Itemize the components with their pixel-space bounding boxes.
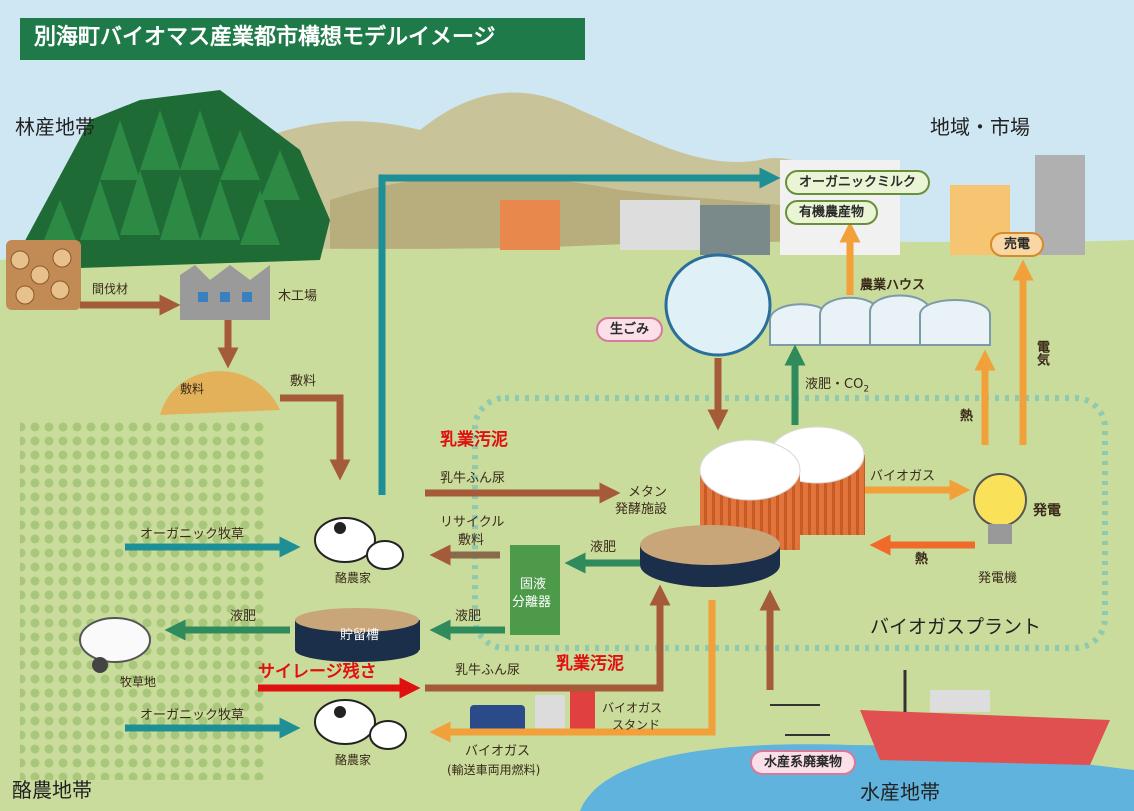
label-methane-plant-2: 発酵施設 — [615, 502, 668, 517]
light-bulb — [973, 473, 1027, 544]
flow-silage: サイレージ残さ — [258, 662, 377, 682]
page-title: 別海町バイオマス産業都市構想モデルイメージ — [34, 25, 496, 50]
flow-liquid-fert-1: 液肥 — [590, 540, 617, 555]
zone-dairy: 酪農地帯 — [12, 778, 92, 802]
sawmill-building — [180, 265, 270, 320]
flow-recycle-2: 敷料 — [458, 533, 485, 548]
pasture-field — [20, 420, 265, 780]
label-generator: 発電機 — [978, 571, 1018, 586]
arrows — [80, 167, 1034, 743]
pill-marine-waste: 水産系廃棄物 — [750, 750, 857, 775]
label-farm-house: 農業ハウス — [860, 278, 926, 293]
flow-manure-2: 乳牛ふん尿 — [455, 663, 521, 678]
flow-biogas-fuel-1: バイオガス — [465, 744, 531, 759]
flow-liquid-fert-3: 液肥 — [230, 609, 257, 624]
flow-recycle-1: リサイクル — [440, 515, 505, 530]
flow-liquid-fert-co2: 液肥・CO2 — [805, 378, 869, 395]
pill-organic-produce: 有機農産物 — [785, 200, 879, 225]
plant-boundary — [472, 395, 1108, 651]
flow-organic-grass-2: オーガニック牧草 — [140, 708, 245, 723]
digester-tanks — [640, 426, 865, 587]
label-biogas-station-2: スタンド — [612, 718, 661, 732]
label-storage-tank: 貯留槽 — [340, 628, 380, 643]
storage-tank-shape — [295, 608, 420, 662]
zone-forest: 林産地帯 — [15, 115, 95, 139]
cow-1 — [314, 517, 404, 570]
label-biogas-station-1: バイオガス — [602, 701, 663, 715]
flow-co2-subscript: 2 — [863, 384, 870, 395]
flow-electricity: 電気 — [1034, 340, 1049, 366]
flow-biogas: バイオガス — [870, 469, 936, 484]
fishing-boat — [860, 670, 1110, 765]
logs — [6, 240, 81, 310]
flow-power-generation: 発電 — [1033, 503, 1061, 519]
flow-heat-1: 熱 — [960, 409, 974, 424]
flow-organic-grass-1: オーガニック牧草 — [140, 527, 245, 542]
flow-dairy-sludge-2: 乳業汚泥 — [556, 654, 624, 674]
sawdust-pile — [160, 371, 280, 415]
pill-organic-milk: オーガニックミルク — [785, 170, 931, 195]
flow-bedding: 敷料 — [290, 374, 317, 389]
flow-biogas-fuel-2: (輸送車両用燃料) — [447, 763, 541, 777]
flow-dairy-sludge-1: 乳業汚泥 — [440, 430, 508, 450]
pill-electricity-sale: 売電 — [990, 232, 1045, 257]
flow-thinned-wood: 間伐材 — [92, 282, 129, 296]
fish-bones — [770, 704, 830, 736]
title-bar — [20, 18, 585, 60]
zone-fishery: 水産地帯 — [860, 780, 940, 804]
separator-unit — [510, 545, 560, 635]
label-dairy-farmer-1: 酪農家 — [335, 571, 372, 585]
forest — [20, 90, 330, 270]
flow-liquid-fert-co2-text: 液肥・CO — [805, 377, 864, 392]
ground — [0, 240, 1134, 811]
zone-plant: バイオガスプラント — [870, 616, 1042, 638]
label-dairy-farmer-2: 酪農家 — [335, 753, 372, 767]
pill-food-waste: 生ごみ — [596, 317, 664, 342]
label-separator-1: 固液 — [520, 577, 547, 592]
label-separator-2: 分離器 — [512, 595, 552, 610]
label-methane-plant-1: メタン — [628, 485, 668, 500]
cow-2 — [314, 699, 407, 750]
truck-and-station — [470, 690, 595, 735]
greenhouses — [769, 294, 991, 346]
food-waste-bag — [664, 253, 772, 357]
flow-heat-2: 熱 — [915, 552, 929, 567]
spreader-tank — [79, 617, 151, 673]
flow-manure-1: 乳牛ふん尿 — [440, 471, 506, 486]
flow-liquid-fert-2: 液肥 — [455, 609, 482, 624]
label-sawmill: 木工場 — [278, 289, 318, 304]
label-pasture: 牧草地 — [120, 675, 157, 689]
zone-region-market: 地域・市場 — [930, 115, 1030, 139]
flow-bedding-pile: 敷料 — [180, 382, 205, 396]
